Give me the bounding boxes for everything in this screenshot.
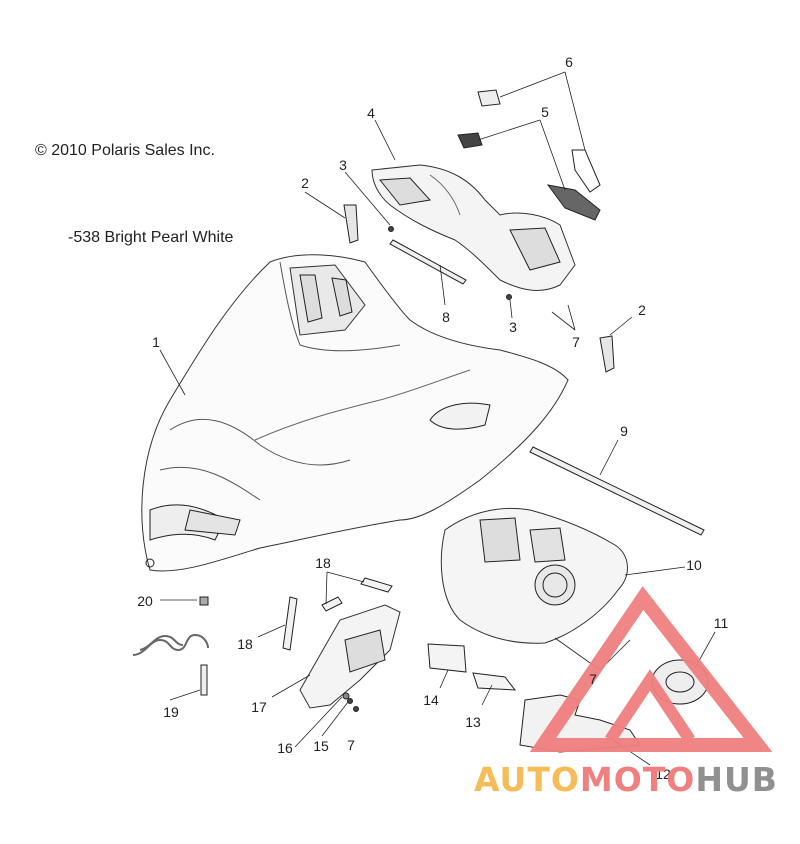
callout-18: 18 [237,636,253,652]
part-18-left [282,596,298,651]
callout-10: 10 [686,557,702,573]
part-5-upper [457,132,483,149]
screw-part-3-upper [388,226,394,232]
callout-9: 9 [620,423,628,439]
color-note: -538 Bright Pearl White [68,229,234,246]
callout-14: 14 [423,692,439,708]
part-18-mid [321,596,343,612]
part-14 [427,643,467,673]
screw-part-7-lower [353,706,359,712]
callout-19: 19 [163,704,179,720]
callout-13: 13 [465,714,481,730]
watermark-logo: AUTOMOTOHUB [474,760,778,799]
watermark-hub: HUB [695,760,778,799]
strip-part-9 [529,446,705,536]
callout-3: 3 [339,157,347,173]
callout-3: 3 [509,319,517,335]
callout-7: 7 [347,737,355,753]
duct-part-17 [299,604,401,709]
callout-16: 16 [277,740,293,756]
harness-part-19-20 [132,596,209,696]
hood-part-1 [141,254,569,572]
callout-12: 12 [655,766,671,782]
callout-4: 4 [367,105,375,121]
strip-part-8 [389,239,467,285]
callout-1: 1 [152,334,160,350]
part-6-lower [571,149,601,193]
callout-6: 6 [565,54,573,70]
bracket-part-2-left [343,204,359,244]
callout-2: 2 [301,175,309,191]
callout-2: 2 [638,302,646,318]
part-16 [342,692,350,700]
callout-5: 5 [541,104,549,120]
callout-15: 15 [313,738,329,754]
part-15 [347,698,353,704]
callout-8: 8 [442,309,450,325]
callout-11: 11 [713,615,729,631]
watermark-moto: MOTO [579,760,696,799]
screw-part-3-lower [506,294,512,300]
callout-20: 20 [137,593,153,609]
copyright-text: © 2010 Polaris Sales Inc. [35,142,215,159]
part-5-lower [546,184,601,221]
bracket-part-2-right [599,335,615,373]
callout-7: 7 [572,334,580,350]
part-18-right [360,577,393,593]
callout-7: 7 [589,671,597,687]
callout-17: 17 [251,699,267,715]
part-13 [472,672,517,691]
watermark-triangle [529,586,773,752]
dash-panel-part-4 [371,164,576,291]
watermark-auto: AUTO [474,760,580,799]
part-6-upper [477,89,501,107]
callout-18: 18 [315,555,331,571]
body-panel-part-10 [440,507,628,644]
